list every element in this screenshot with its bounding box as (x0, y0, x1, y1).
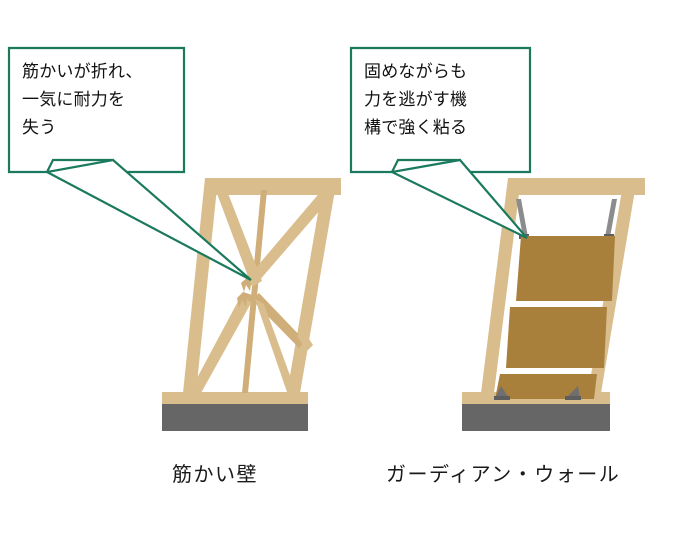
callout-right-body (349, 46, 532, 174)
lower-right-diagonal-left-frame (255, 299, 296, 392)
panel-upper (516, 236, 615, 301)
base-connector-right (565, 386, 581, 400)
concrete-foundation-right (462, 403, 610, 431)
left-post-left-frame (183, 178, 218, 393)
concrete-foundation-left (162, 403, 308, 431)
top-beam-left (205, 178, 341, 195)
callout-left-tail (43, 158, 252, 281)
brace-splinter-stick (252, 293, 305, 348)
panel-middle (506, 307, 607, 368)
base-connector-left (494, 386, 510, 400)
brace-splinter-tip (297, 330, 313, 351)
caption-guardian-wall: ガーディアン・ウォール (386, 464, 621, 486)
broken-brace-lower-segment (189, 292, 255, 393)
callout-bubble-right (349, 46, 532, 239)
guardian-wall-diagram (462, 178, 645, 431)
center-stud-left-frame (242, 190, 267, 393)
broken-brace-secondary-upper (213, 183, 262, 287)
left-post-right-frame (481, 178, 521, 393)
brace-fracture-splinters-lower (237, 292, 255, 308)
callout-left-body (7, 46, 186, 174)
caption-braced-wall: 筋かい壁 (172, 464, 258, 486)
panel-lower (495, 374, 597, 399)
top-beam-right (508, 178, 645, 195)
braced-wall-diagram (162, 178, 341, 431)
callout-bubble-left (7, 46, 252, 281)
sill-plate-left (162, 392, 308, 404)
callout-right-tail (388, 158, 528, 239)
broken-brace-upper-segment (249, 190, 334, 282)
